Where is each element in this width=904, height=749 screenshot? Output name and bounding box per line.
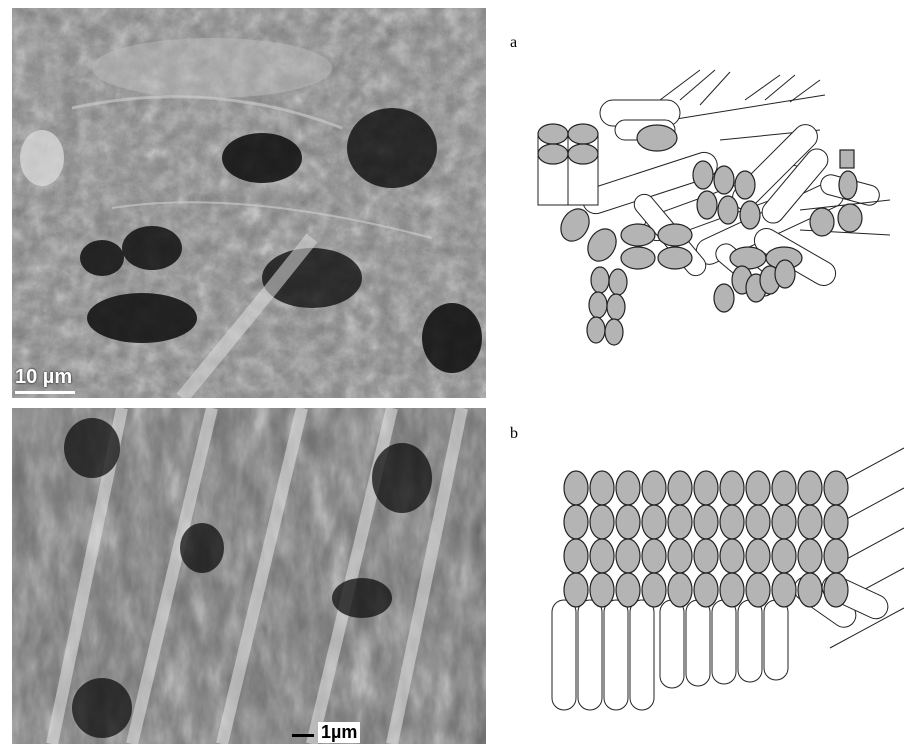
fibril-end bbox=[564, 505, 588, 539]
scale-label-b: 1µm bbox=[318, 722, 360, 743]
fibril-diagram-a bbox=[520, 60, 900, 360]
panel-label-a: a bbox=[510, 34, 517, 52]
fibril-tube bbox=[660, 600, 684, 688]
fibril-end bbox=[668, 539, 692, 573]
fibril-end bbox=[798, 505, 822, 539]
fibril-end bbox=[694, 471, 718, 505]
micrograph-a bbox=[12, 8, 486, 398]
fibril-end bbox=[746, 573, 770, 607]
fibril-end bbox=[616, 505, 640, 539]
fibril-end bbox=[616, 471, 640, 505]
fibril-end bbox=[642, 505, 666, 539]
fibril-end bbox=[694, 539, 718, 573]
fibril-end bbox=[694, 573, 718, 607]
fibril-end bbox=[642, 573, 666, 607]
fibril-end bbox=[616, 539, 640, 573]
fibril-end bbox=[720, 505, 744, 539]
fibril-end bbox=[720, 573, 744, 607]
fibril-end bbox=[590, 471, 614, 505]
fibril-end bbox=[824, 539, 848, 573]
fibril-end bbox=[720, 471, 744, 505]
fibril-end bbox=[772, 471, 796, 505]
fibril-end bbox=[772, 505, 796, 539]
fibril-end bbox=[798, 539, 822, 573]
fibril-end bbox=[668, 505, 692, 539]
fibril-tube bbox=[604, 600, 628, 710]
fibril-tube bbox=[738, 600, 762, 682]
fibril-end bbox=[642, 471, 666, 505]
fibril-end bbox=[824, 573, 848, 607]
micrograph-b bbox=[12, 408, 486, 744]
fibril-end bbox=[772, 573, 796, 607]
fibril-end bbox=[590, 539, 614, 573]
fibril-end bbox=[642, 539, 666, 573]
fibril-end bbox=[746, 505, 770, 539]
fibril-end bbox=[616, 573, 640, 607]
fibril-end bbox=[564, 539, 588, 573]
fibril-tube bbox=[578, 600, 602, 710]
fibril-end bbox=[824, 471, 848, 505]
fibril-tube bbox=[764, 600, 788, 680]
fibril-tube bbox=[552, 600, 576, 710]
fibril-end bbox=[720, 539, 744, 573]
scale-label-a: 10 µm bbox=[15, 366, 72, 389]
fibril-end bbox=[694, 505, 718, 539]
fibril-end bbox=[668, 471, 692, 505]
fibril-end bbox=[668, 573, 692, 607]
fibril-end bbox=[564, 471, 588, 505]
fibril-tube bbox=[630, 600, 654, 710]
fibril-end bbox=[772, 539, 796, 573]
fibril-end bbox=[746, 471, 770, 505]
fibril-end bbox=[590, 505, 614, 539]
fibril-diagram-b bbox=[540, 420, 904, 740]
fibril-end bbox=[564, 573, 588, 607]
fibril-tube bbox=[712, 600, 736, 684]
scale-bar-a bbox=[15, 391, 75, 394]
fibril-end bbox=[824, 505, 848, 539]
scale-bar-b bbox=[292, 734, 314, 737]
fibril-end bbox=[590, 573, 614, 607]
fibril-end bbox=[798, 471, 822, 505]
fibril-tube bbox=[686, 600, 710, 686]
panel-label-b: b bbox=[510, 425, 518, 443]
fibril-end bbox=[746, 539, 770, 573]
fibril-end bbox=[798, 573, 822, 607]
